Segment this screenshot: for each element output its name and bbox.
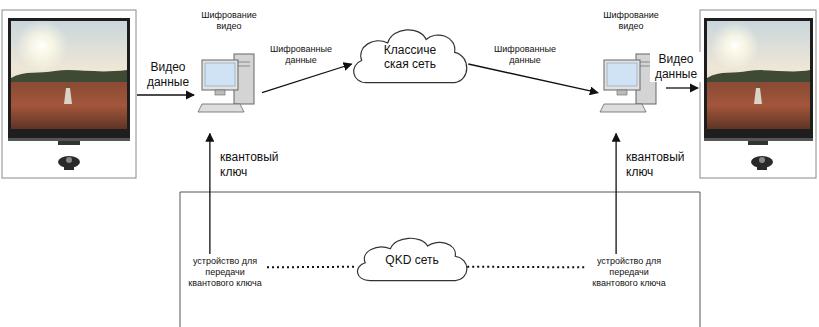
video-arrow	[666, 87, 698, 88]
network-name: Классиче ская сеть	[375, 43, 445, 72]
device-text: устройство для передачи квантового ключа	[586, 256, 672, 288]
data-arrow	[262, 64, 352, 93]
cloud-outline	[354, 30, 467, 83]
key-device: устройство для передачи квантового ключа	[586, 256, 672, 288]
cloud-outline	[358, 238, 467, 280]
edge-label: квантовый ключ	[624, 150, 696, 180]
display-frame	[2, 10, 136, 178]
camera	[751, 156, 773, 170]
data-arrow	[615, 134, 616, 254]
edge-label: Шифрованные данные	[488, 44, 562, 67]
device-text: устройство для передачи квантового ключа	[183, 256, 267, 288]
key-device: устройство для передачи квантового ключа	[183, 256, 267, 288]
display-frame	[700, 10, 816, 178]
camera	[58, 156, 80, 170]
quantum-link	[467, 266, 586, 269]
computer-icon	[196, 32, 262, 132]
node-heading: Шифрование видео	[598, 10, 664, 32]
flow-label: Видео данные	[141, 60, 195, 90]
data-arrow	[209, 134, 210, 254]
network-cloud: QKD сеть	[352, 232, 472, 288]
network-cloud: Классиче ская сеть	[348, 22, 472, 92]
data-arrow	[468, 64, 598, 93]
edge-label: квантовый ключ	[218, 150, 290, 180]
quantum-link	[267, 266, 357, 269]
tv-monitor	[8, 18, 130, 145]
encryption-computer: Шифрование видео	[196, 10, 262, 132]
node-heading: Шифрование видео	[196, 10, 262, 32]
edge-label: Шифрованные данные	[264, 44, 338, 67]
flow-label: Видео данные	[650, 52, 702, 82]
video-arrow	[137, 94, 194, 95]
network-name: QKD сеть	[372, 253, 452, 267]
qkd-region	[180, 192, 700, 327]
tv-monitor	[704, 18, 813, 145]
